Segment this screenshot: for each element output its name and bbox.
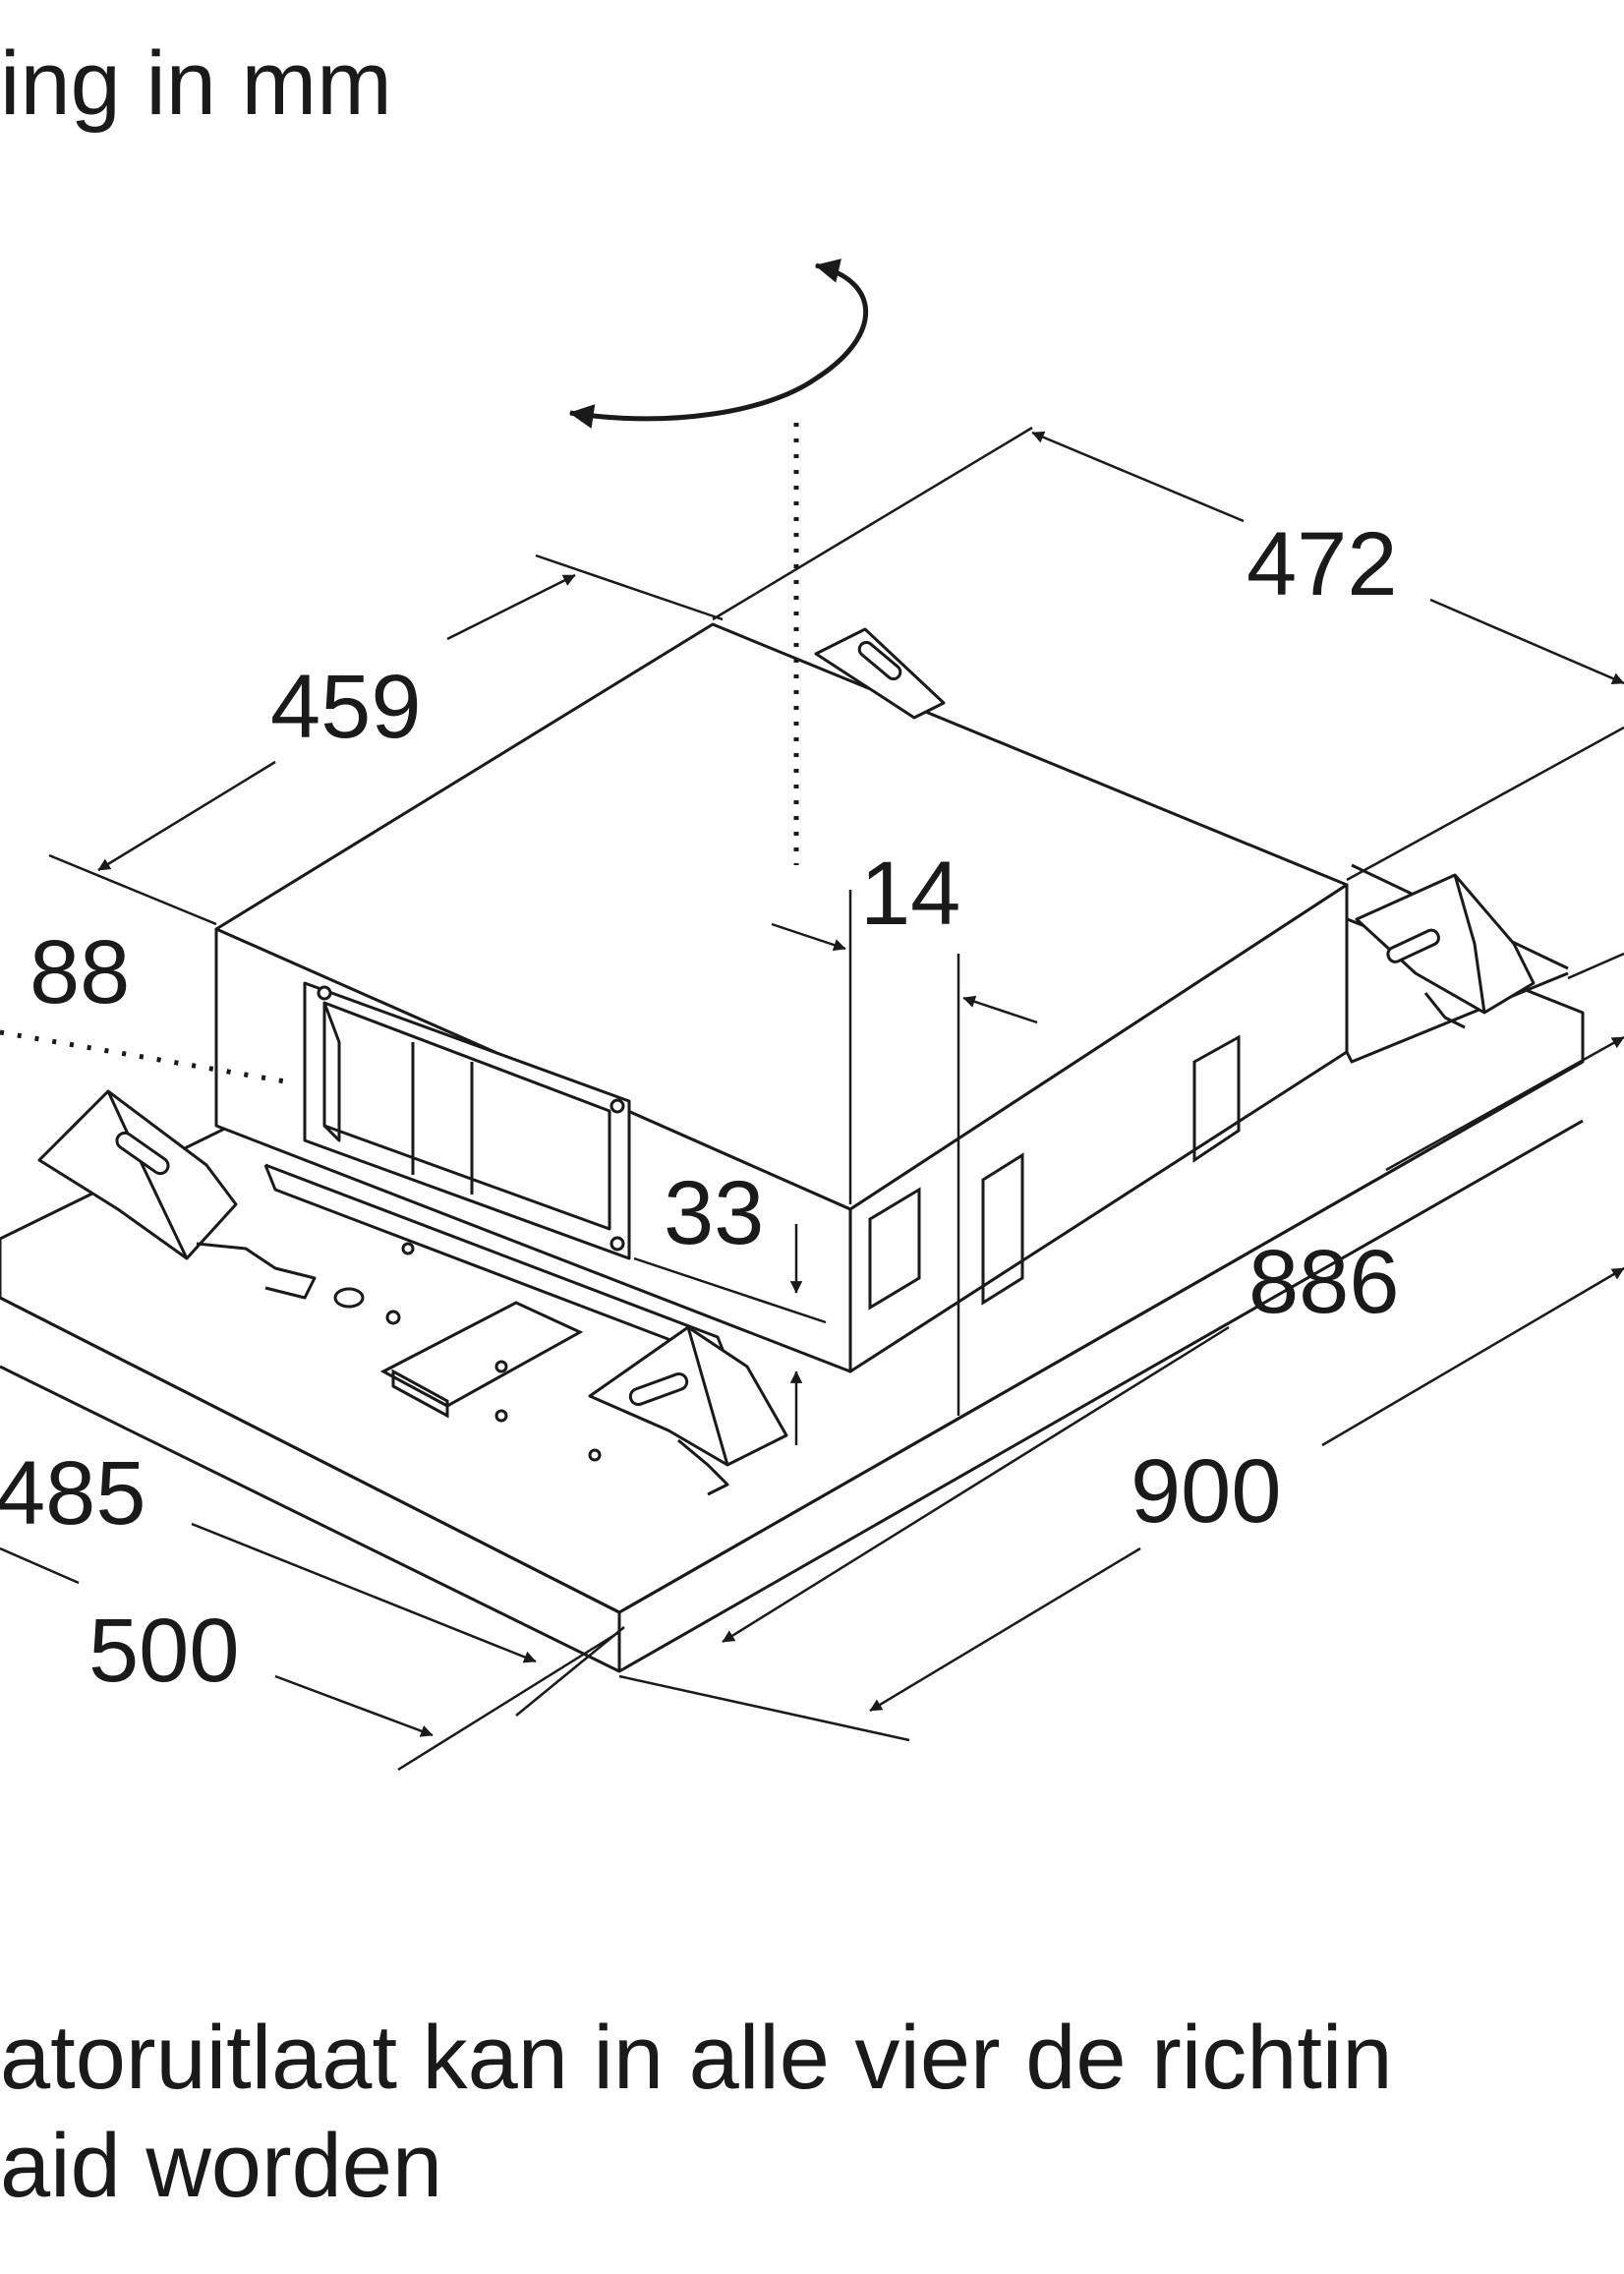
mounting-bracket-left [37, 1089, 317, 1300]
dimension-33: 33 [664, 1163, 764, 1263]
dimension-900: 900 [1131, 1441, 1282, 1542]
caption-outlet-rotation-line-2: aid worden [0, 2116, 443, 2216]
base-cutout [379, 1301, 584, 1419]
dimension-459: 459 [270, 657, 422, 757]
mounting-holes [333, 1242, 602, 1462]
rotation-indicator [568, 259, 869, 865]
side-vents [868, 1034, 1241, 1311]
mounting-bracket-right [1355, 873, 1536, 1029]
mounting-bracket-front [588, 1325, 788, 1496]
dimension-472: 472 [1247, 514, 1398, 614]
dimension-14: 14 [860, 844, 960, 944]
dimension-500: 500 [88, 1601, 240, 1701]
dimension-88: 88 [29, 922, 130, 1022]
dimension-lines [0, 426, 1624, 1772]
caption-outlet-rotation-line-1: atoruitlaat kan in alle vier de richtin [0, 2008, 1393, 2108]
dimension-886: 886 [1248, 1232, 1400, 1332]
dimension-485: 485 [0, 1443, 146, 1544]
caption-units: ing in mm [0, 33, 392, 134]
mounting-bracket-back [814, 627, 946, 720]
